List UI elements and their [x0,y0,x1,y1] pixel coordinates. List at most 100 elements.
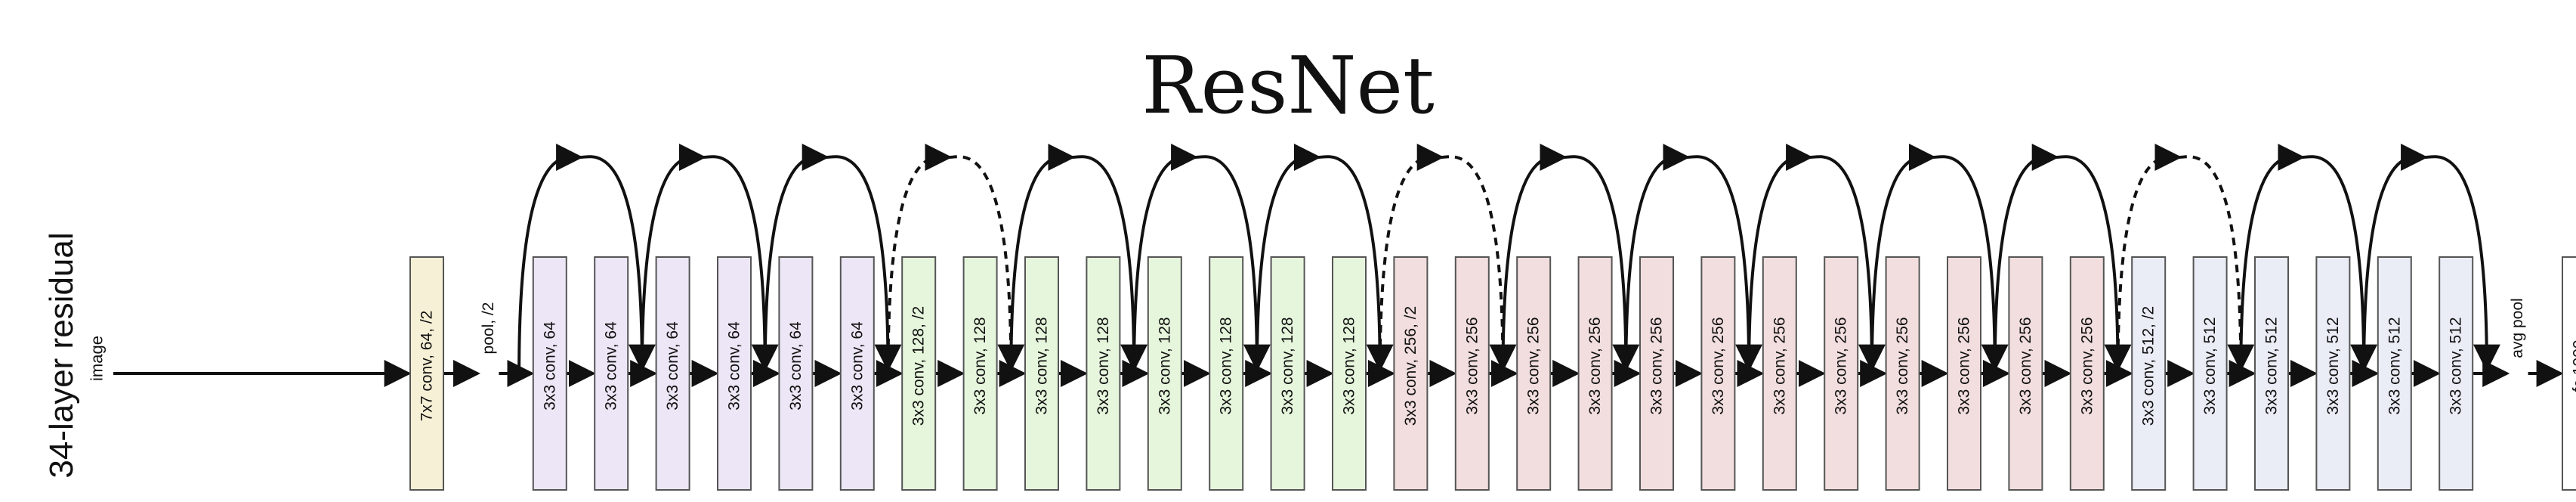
layer-box [2439,256,2474,491]
layer-label: avg pool [2509,298,2526,358]
layer-label: 3x3 conv, 64 [664,321,681,411]
layer-box [1086,256,1121,491]
identity-shortcut-down [826,155,902,372]
layer-box [655,256,690,491]
figure-title: ResNet [1141,39,1435,132]
layer-label: 3x3 conv, 256 [2078,317,2096,414]
identity-shortcut-up [1132,143,1199,374]
layer-label: pool, /2 [480,302,497,355]
layer-label: 3x3 conv, 64 [787,321,805,411]
layer-label: 3x3 conv, 128 [1095,317,1112,414]
projection-shortcut-up [886,143,953,374]
layer-label: 3x3 conv, 256 [1833,317,1850,414]
identity-shortcut-down [1195,155,1271,372]
skip-connections [517,143,2500,374]
identity-shortcut-up [1624,143,1691,374]
layer-label: 3x3 conv, 256 [1894,317,1911,414]
layer-label: 7x7 conv, 64, /2 [419,311,436,422]
identity-shortcut-up [640,143,706,374]
layer-box [2008,256,2043,491]
layer-label: 3x3 conv, 512, /2 [2140,306,2157,426]
layer-box [1024,256,1059,491]
layer-box [594,256,629,491]
layer-box [839,256,875,491]
projection-shortcut-up [1378,143,1444,374]
layer-label: 3x3 conv, 64 [541,321,558,411]
identity-shortcut-down [703,155,779,372]
identity-shortcut-up [2362,143,2429,374]
layer-label: 3x3 conv, 128, /2 [910,306,928,426]
layer-box [1639,256,1674,491]
layer-box [2377,256,2412,491]
layer-label: 3x3 conv, 128 [1033,317,1051,414]
layer-box [1332,256,1367,491]
layer-box [1700,256,1736,491]
layer-label: 3x3 conv, 512 [2201,317,2219,414]
layer-label: 3x3 conv, 512 [2386,317,2403,414]
identity-shortcut-down [580,155,656,372]
identity-shortcut-up [1255,143,1321,374]
identity-shortcut-up [517,143,584,374]
identity-shortcut-up [1870,143,1936,374]
identity-shortcut-up [1993,143,2059,374]
layer-label: 3x3 conv, 256, /2 [1402,306,1419,426]
layer-label: 3x3 conv, 512 [2448,317,2465,414]
projection-shortcut-down [949,155,1025,372]
layer-label: 3x3 conv, 512 [2263,317,2281,414]
layer-label: fc 1000 [2571,340,2576,392]
identity-shortcut-down [1564,155,1640,372]
layer-box [1209,256,1244,491]
layer-label: 3x3 conv, 256 [1956,317,1973,414]
layer-label: 3x3 conv, 128 [1341,317,1358,414]
identity-shortcut-down [1933,155,2009,372]
layer-box [1577,256,1613,491]
image-label: image [88,336,107,381]
identity-shortcut-down [1687,155,1763,372]
layer-box [778,256,814,491]
identity-shortcut-up [2239,143,2306,374]
layer-box [962,256,998,491]
layer-box [2069,256,2105,491]
layer-label: 3x3 conv, 128 [1156,317,1173,414]
layer-label: 3x3 conv, 64 [603,321,620,411]
identity-shortcut-up [1009,143,1076,374]
projection-shortcut-down [2179,155,2255,372]
layer-box [1270,256,1305,491]
identity-shortcut-down [2302,155,2378,372]
identity-shortcut-up [1747,143,1814,374]
identity-shortcut-down [1072,155,1148,372]
layer-label: 3x3 conv, 256 [1710,317,1727,414]
layer-label: 3x3 conv, 64 [726,321,743,411]
layer-box [1393,256,1429,491]
layer-label: 3x3 conv, 256 [1463,317,1481,414]
layer-label: 3x3 conv, 128 [971,317,989,414]
layer-label: 3x3 conv, 256 [1586,317,1604,414]
layer-box [717,256,752,491]
layer-label: 3x3 conv, 256 [1771,317,1788,414]
layer-label: 3x3 conv, 256 [1648,317,1666,414]
layer-box [2254,256,2289,491]
layer-blocks: image 7x7 conv, 64, /2 pool, /2 3x3 conv, 6… [88,256,2576,491]
layer-label: 3x3 conv, 128 [1279,317,1296,414]
identity-shortcut-down [1318,155,1394,372]
layer-box [532,256,567,491]
identity-shortcut-down [2425,155,2500,372]
layer-box [1947,256,1981,491]
layer-box [2562,256,2576,491]
layer-box [901,256,937,491]
identity-shortcut-down [2056,155,2132,372]
layer-box [1516,256,1552,491]
layer-box [2192,256,2228,491]
layer-box [1762,256,1797,491]
layer-box [1454,256,1490,491]
projection-shortcut-down [1441,155,1517,372]
projection-shortcut-up [2116,143,2182,374]
layer-label: 3x3 conv, 256 [1525,317,1543,414]
layer-label: 3x3 conv, 512 [2324,317,2342,414]
layer-label: 3x3 conv, 64 [848,321,866,411]
layer-box [1885,256,1920,491]
identity-shortcut-up [763,143,829,374]
identity-shortcut-up [1501,143,1568,374]
